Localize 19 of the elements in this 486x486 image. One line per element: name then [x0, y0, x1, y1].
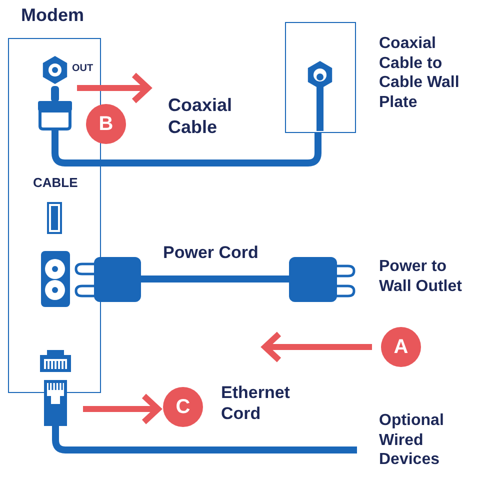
cable-label: Power Cord	[163, 243, 258, 264]
port-label: OUT	[72, 63, 94, 76]
wall-plate-label: Coaxial Cable to Cable Wall Plate	[379, 34, 460, 112]
power-cord	[141, 276, 289, 282]
cable-label: Coaxial Cable	[168, 95, 234, 139]
port-label: CABLE	[33, 175, 78, 191]
devices-label: Optional Wired Devices	[379, 411, 445, 470]
callout-circle: C	[163, 387, 203, 427]
power-plug-icon	[75, 257, 141, 302]
callout-circle: A	[381, 327, 421, 367]
wall-plate	[285, 22, 356, 133]
callout-circle: B	[86, 104, 126, 144]
outlet-label: Power to Wall Outlet	[379, 257, 463, 296]
cable-label: Ethernet Cord	[221, 383, 291, 424]
coax-plug-icon	[38, 86, 72, 130]
ethernet-cord	[52, 426, 357, 454]
ethernet-plug-icon	[44, 380, 67, 426]
heading: Modem	[21, 5, 84, 26]
power-plug-icon	[289, 257, 355, 302]
